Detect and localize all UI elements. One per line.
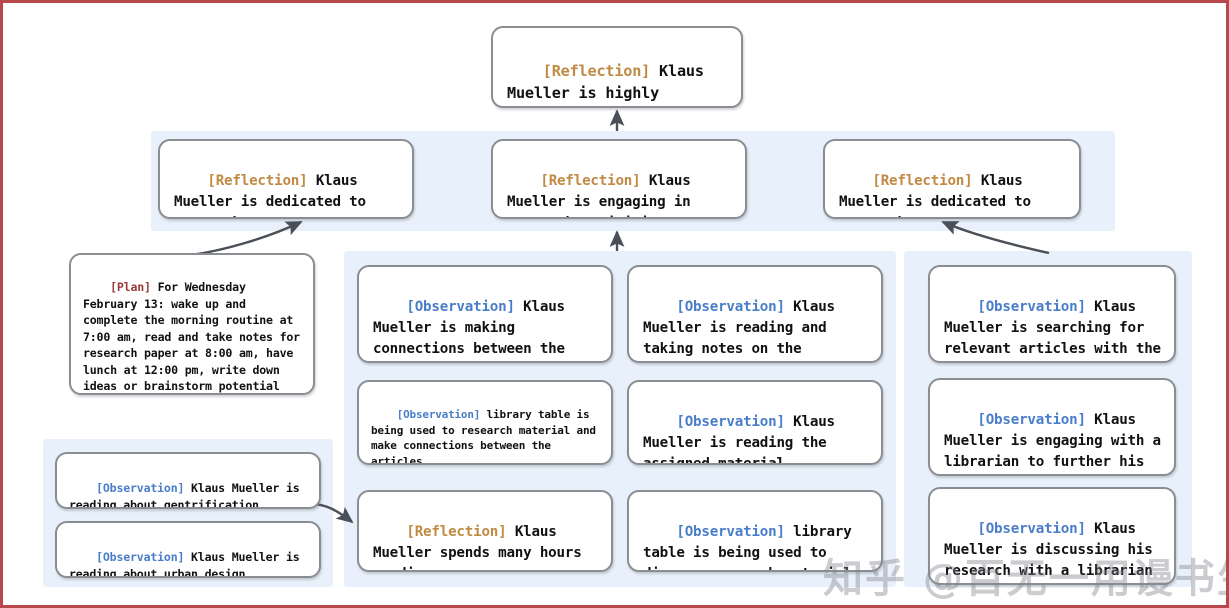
tag-observation: [Observation]: [96, 550, 185, 565]
tag-observation: [Observation]: [676, 414, 785, 431]
node-plan[interactable]: [Plan] For Wednesday February 13: wake u…: [69, 253, 315, 395]
node-observation-library-table-discuss[interactable]: [Observation] library table is being use…: [627, 490, 883, 572]
tag-observation: [Observation]: [977, 521, 1086, 538]
tag-observation: [Observation]: [676, 299, 785, 316]
node-observation-searching-articles-text: Klaus Mueller is searching for relevant …: [944, 299, 1161, 358]
node-observation-assigned-material-text: Klaus Mueller is reading the assigned ma…: [643, 414, 844, 465]
tag-observation: [Observation]: [676, 524, 785, 541]
tag-reflection: [Reflection]: [207, 173, 308, 190]
node-reflection-right-text: Klaus Mueller is dedicated to research: [839, 173, 1031, 217]
tag-plan: [Plan]: [110, 280, 151, 295]
node-observation-library-table-connections[interactable]: [Observation] library table is being use…: [357, 380, 613, 465]
node-reflection-left-text: Klaus Mueller is dedicated to research: [174, 173, 366, 217]
node-observation-assigned-material[interactable]: [Observation] Klaus Mueller is reading t…: [627, 380, 883, 465]
node-observation-engaging-librarian[interactable]: [Observation] Klaus Mueller is engaging …: [928, 378, 1176, 476]
node-root-reflection-text: Klaus Mueller is highly dedicated to res…: [507, 61, 704, 103]
node-observation-taking-notes[interactable]: [Observation] Klaus Mueller is reading a…: [627, 265, 883, 363]
tag-reflection: [Reflection]: [542, 61, 651, 80]
node-reflection-center[interactable]: [Reflection] Klaus Mueller is engaging i…: [491, 139, 747, 219]
tag-reflection: [Reflection]: [406, 524, 507, 541]
node-observation-engaging-librarian-text: Klaus Mueller is engaging with a librari…: [944, 412, 1161, 471]
node-observation-library-table-discuss-text: library table is being used to discuss r…: [643, 524, 852, 570]
node-observation-gentrification[interactable]: [Observation] Klaus Mueller is reading a…: [55, 452, 321, 509]
node-observation-library-table-connections-text: library table is being used to research …: [371, 408, 603, 465]
node-root-reflection[interactable]: [Reflection] Klaus Mueller is highly ded…: [491, 26, 743, 108]
tag-reflection: [Reflection]: [872, 173, 973, 190]
node-observation-searching-articles[interactable]: [Observation] Klaus Mueller is searching…: [928, 265, 1176, 363]
node-observation-urban-design-text: Klaus Mueller is reading about urban des…: [69, 550, 307, 578]
tag-observation: [Observation]: [406, 299, 515, 316]
node-reflection-center-text: Klaus Mueller is engaging in research ac…: [507, 173, 691, 217]
tag-reflection: [Reflection]: [540, 173, 641, 190]
node-observation-connections[interactable]: [Observation] Klaus Mueller is making co…: [357, 265, 613, 363]
node-observation-discussing-librarian[interactable]: [Observation] Klaus Mueller is discussin…: [928, 487, 1176, 585]
tag-observation: [Observation]: [96, 481, 185, 496]
node-observation-urban-design[interactable]: [Observation] Klaus Mueller is reading a…: [55, 521, 321, 578]
node-observation-gentrification-text: Klaus Mueller is reading about gentrific…: [69, 481, 307, 509]
node-observation-discussing-librarian-text: Klaus Mueller is discussing his research…: [944, 521, 1161, 580]
node-reflection-hours-reading-text: Klaus Mueller spends many hours reading: [373, 524, 582, 570]
node-reflection-right[interactable]: [Reflection] Klaus Mueller is dedicated …: [823, 139, 1081, 219]
node-plan-text: For Wednesday February 13: wake up and c…: [83, 280, 300, 394]
tag-observation: [Observation]: [396, 408, 481, 422]
node-reflection-left[interactable]: [Reflection] Klaus Mueller is dedicated …: [158, 139, 414, 219]
tag-observation: [Observation]: [977, 299, 1086, 316]
node-observation-connections-text: Klaus Mueller is making connections betw…: [373, 299, 565, 358]
node-observation-taking-notes-text: Klaus Mueller is reading and taking note…: [643, 299, 835, 358]
tag-observation: [Observation]: [977, 412, 1086, 429]
node-reflection-hours-reading[interactable]: [Reflection] Klaus Mueller spends many h…: [357, 490, 613, 572]
